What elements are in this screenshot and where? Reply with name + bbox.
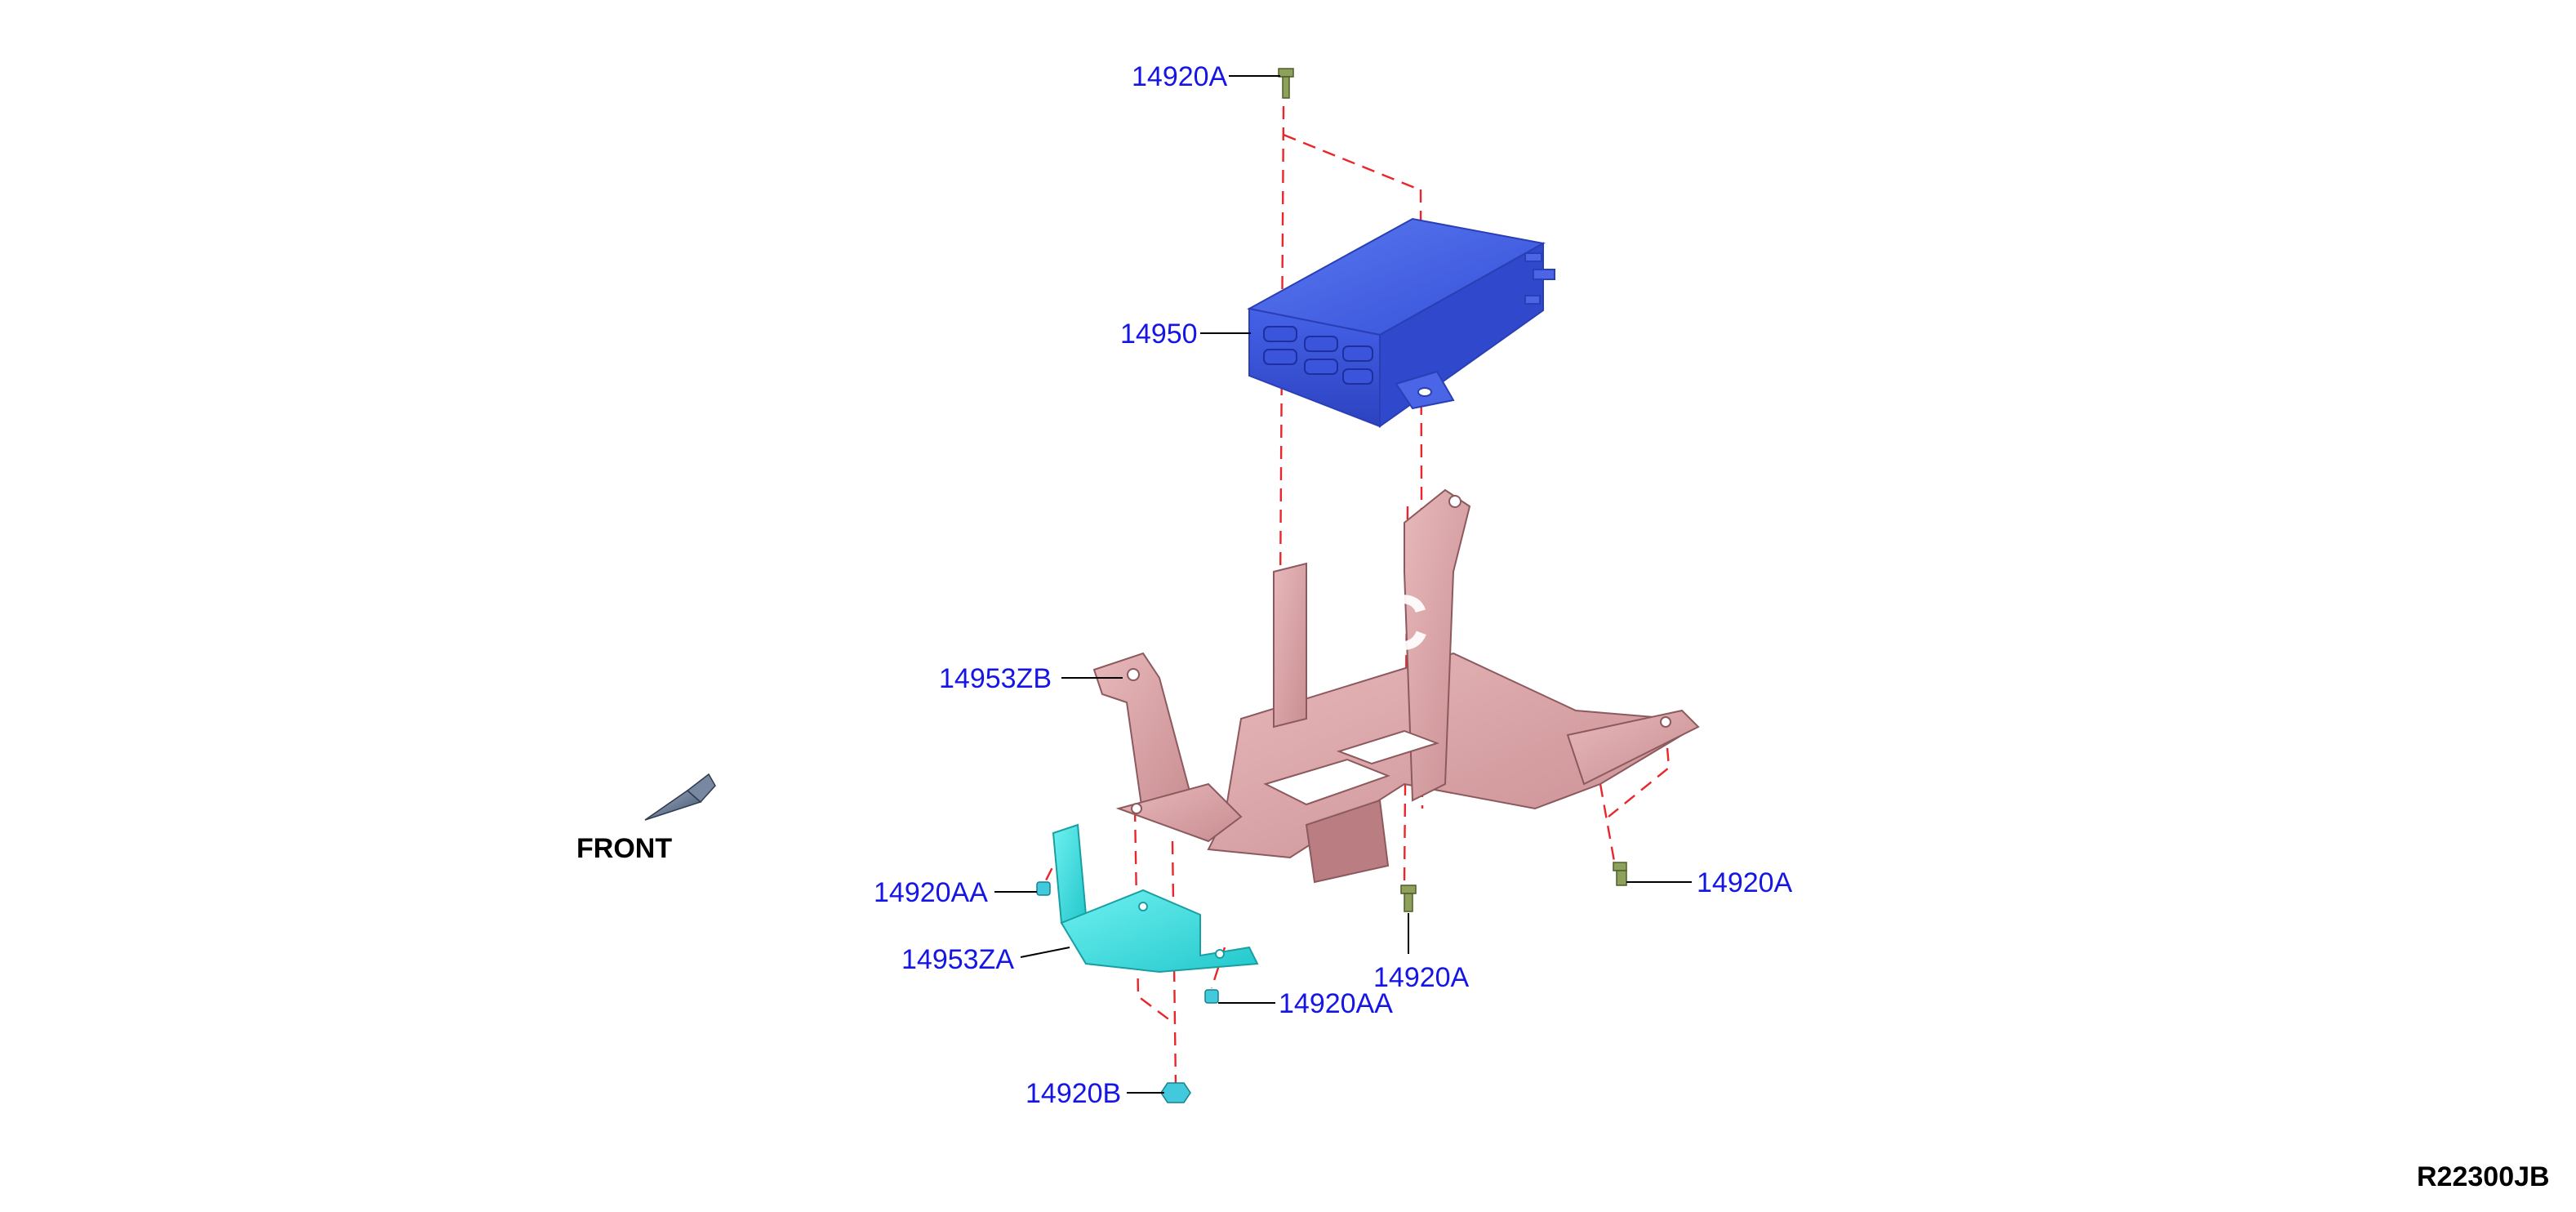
bolt-top-icon	[1278, 68, 1294, 99]
leader-lines	[994, 75, 1692, 1094]
front-direction-indicator: FRONT	[576, 773, 716, 864]
diagram-code: R22300JB	[2417, 1161, 2550, 1192]
charcoal-canister	[1247, 217, 1555, 428]
label-bracket-main: 14953ZB	[939, 663, 1052, 694]
bolt-small-right-icon	[1204, 989, 1219, 1004]
label-bolt-small-left: 14920AA	[874, 877, 988, 908]
bolt-small-left-icon	[1036, 881, 1051, 896]
nut-bottom-icon	[1160, 1082, 1191, 1103]
front-label: FRONT	[576, 833, 672, 864]
label-canister: 14950	[1120, 319, 1198, 350]
bolt-right-icon	[1613, 862, 1627, 886]
watermark-text: s/C	[1306, 579, 1428, 666]
arrow-cone-icon	[644, 773, 716, 821]
label-bolt-top: 14920A	[1132, 61, 1228, 92]
small-bracket	[1052, 823, 1259, 974]
label-bolt-right: 14920A	[1697, 867, 1793, 898]
label-bracket-small: 14953ZA	[901, 944, 1014, 975]
label-bolt-small-right: 14920AA	[1279, 988, 1393, 1019]
main-bracket	[1092, 488, 1700, 884]
label-nut-bottom: 14920B	[1026, 1078, 1121, 1109]
bolt-center-icon	[1400, 884, 1417, 912]
label-bolt-center: 14920A	[1373, 962, 1470, 993]
